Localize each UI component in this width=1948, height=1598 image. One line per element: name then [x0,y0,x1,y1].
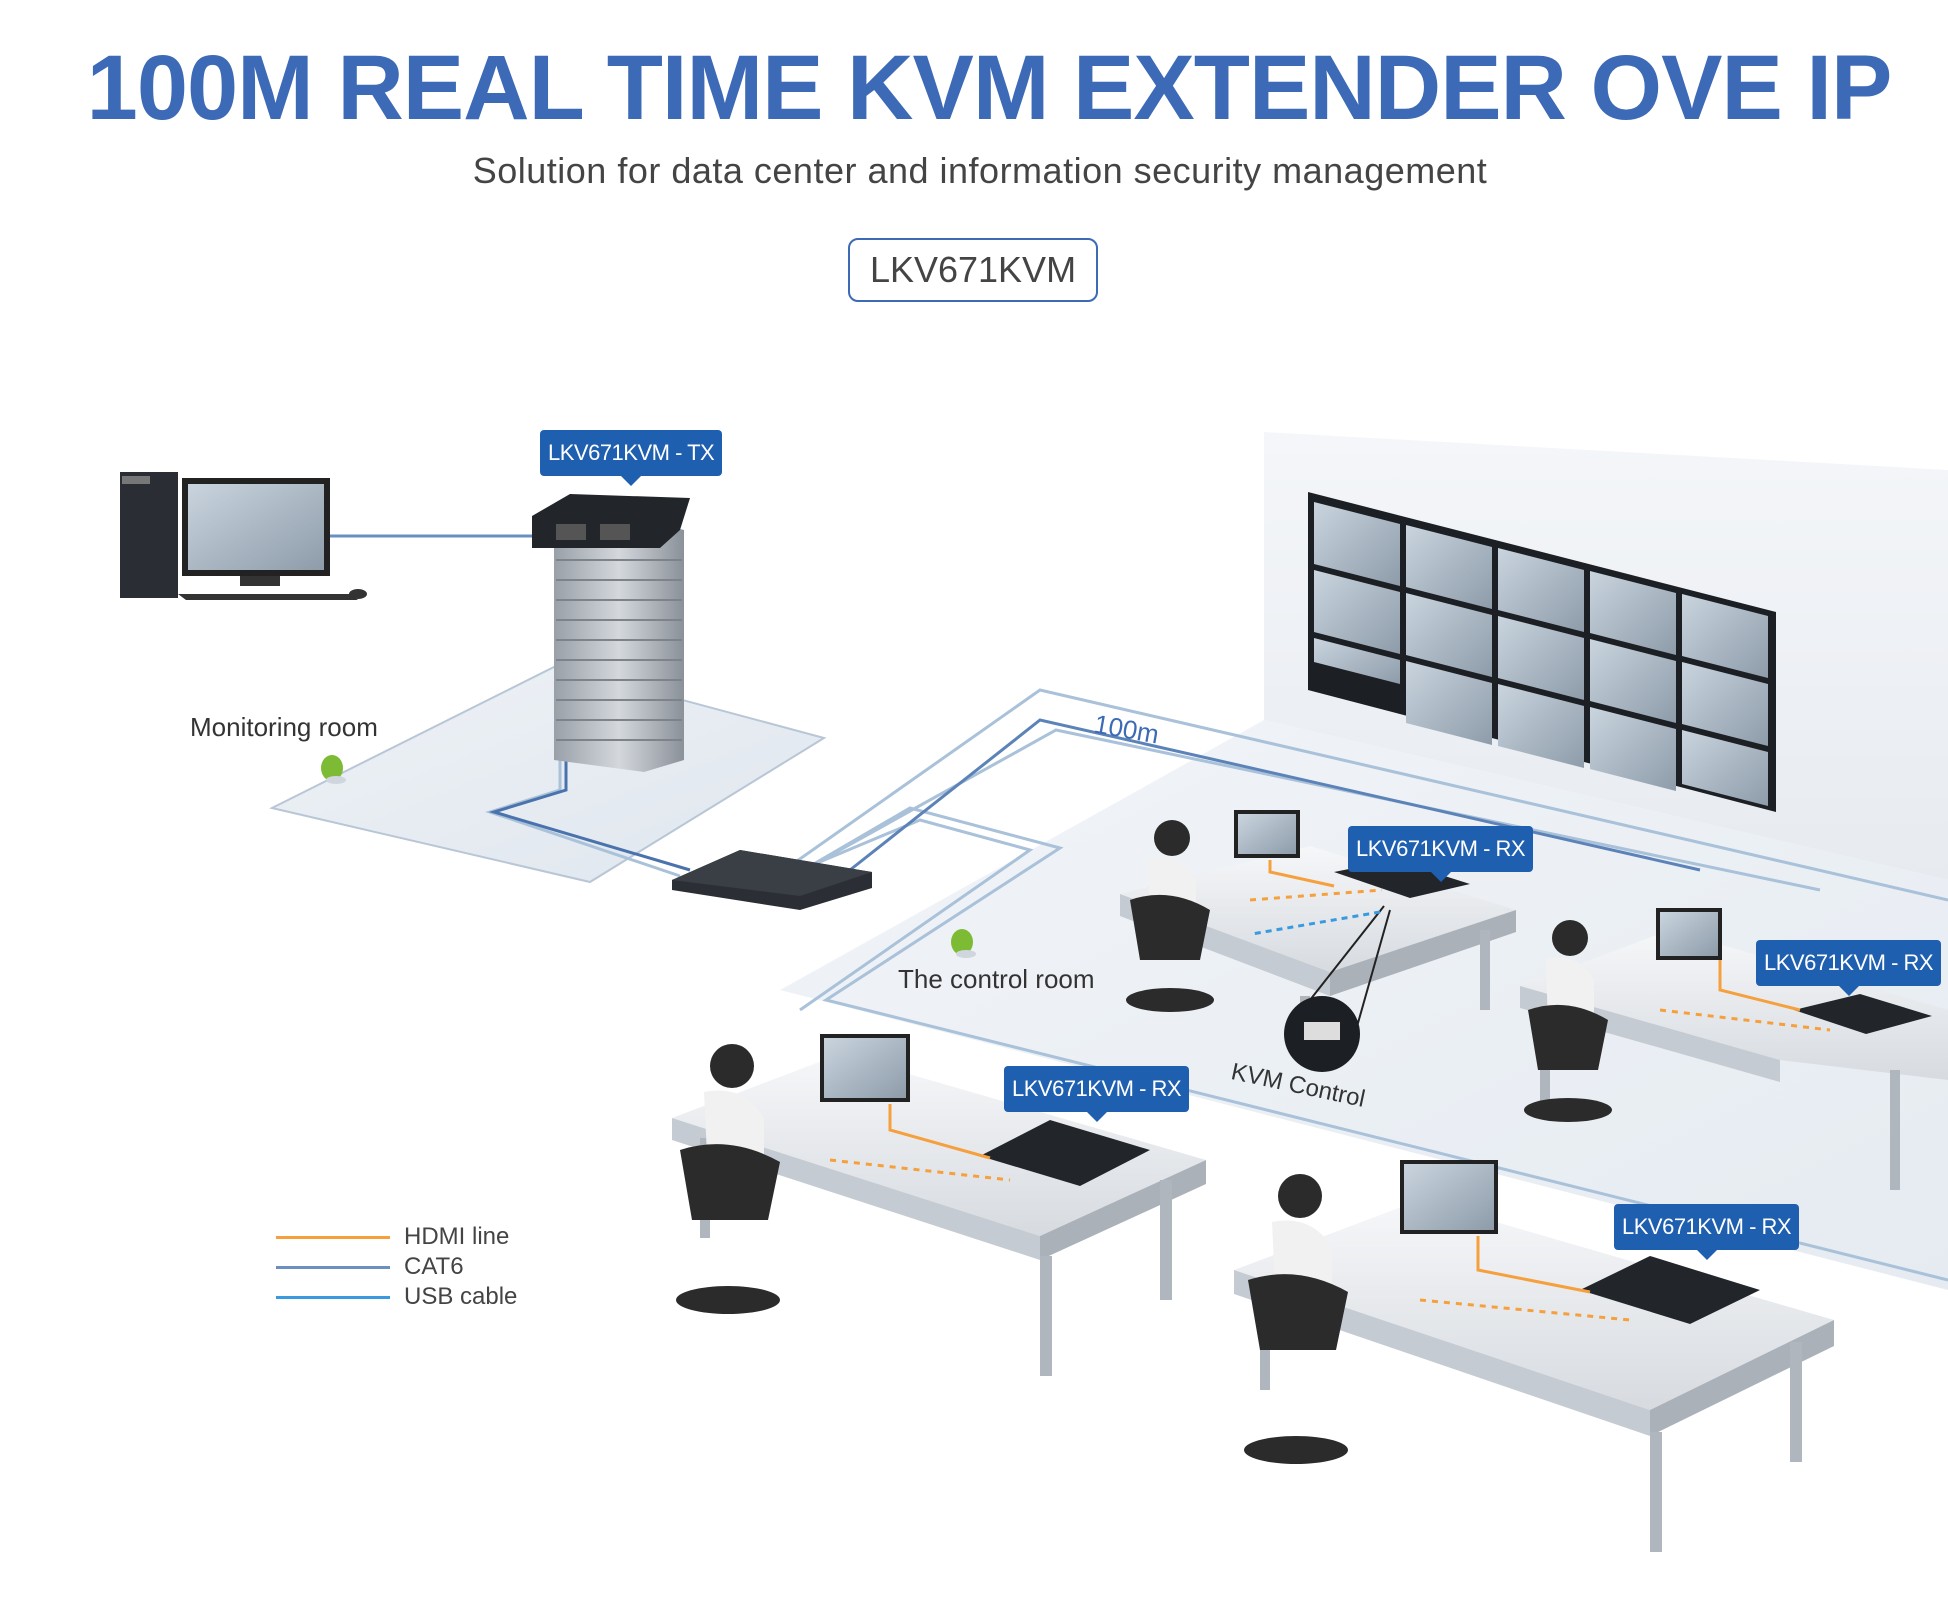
legend-label-hdmi: HDMI line [404,1223,510,1250]
desk-3 [672,1034,1206,1376]
video-wall [1308,492,1776,812]
operator-2 [1524,920,1612,1122]
legend-hdmi: HDMI line [276,1222,517,1252]
legend-label-cat6: CAT6 [404,1253,464,1280]
tx-unit [532,494,690,548]
control-room-marker [951,929,976,958]
legend: HDMI line CAT6 USB cable [276,1222,517,1312]
control-room-label: The control room [898,964,1095,994]
tx-tag: LKV671KVM - TX [540,430,723,486]
monitoring-room-label: Monitoring room [190,712,378,742]
legend-cat6: CAT6 [276,1252,517,1282]
cat6-main-line [849,718,1701,872]
rx-tag-4: LKV671KVM - RX [1614,1204,1800,1260]
model-badge: LKV671KVM [848,238,1098,302]
usb-port-callout [1251,905,1391,1072]
operator-1 [1126,820,1214,1012]
rx-tag-1: LKV671KVM - RX [1348,826,1534,882]
network-switch [672,850,872,910]
server-rack [554,520,684,772]
monitoring-workstation [120,472,367,600]
monitoring-room-marker [321,755,346,784]
rx-tag-2: LKV671KVM - RX [1756,940,1942,996]
legend-usb: USB cable [276,1282,517,1312]
legend-label-usb: USB cable [404,1283,518,1310]
rx-tag-3: LKV671KVM - RX [1004,1066,1190,1122]
desk-1 [1120,810,1516,1036]
operator-4 [1244,1174,1348,1464]
monitoring-room-floor [269,664,827,884]
page-title: 100M REAL TIME KVM EXTENDER OVE IP [86,37,1893,139]
page-subtitle: Solution for data center and information… [472,150,1488,191]
operator-3 [676,1044,780,1314]
